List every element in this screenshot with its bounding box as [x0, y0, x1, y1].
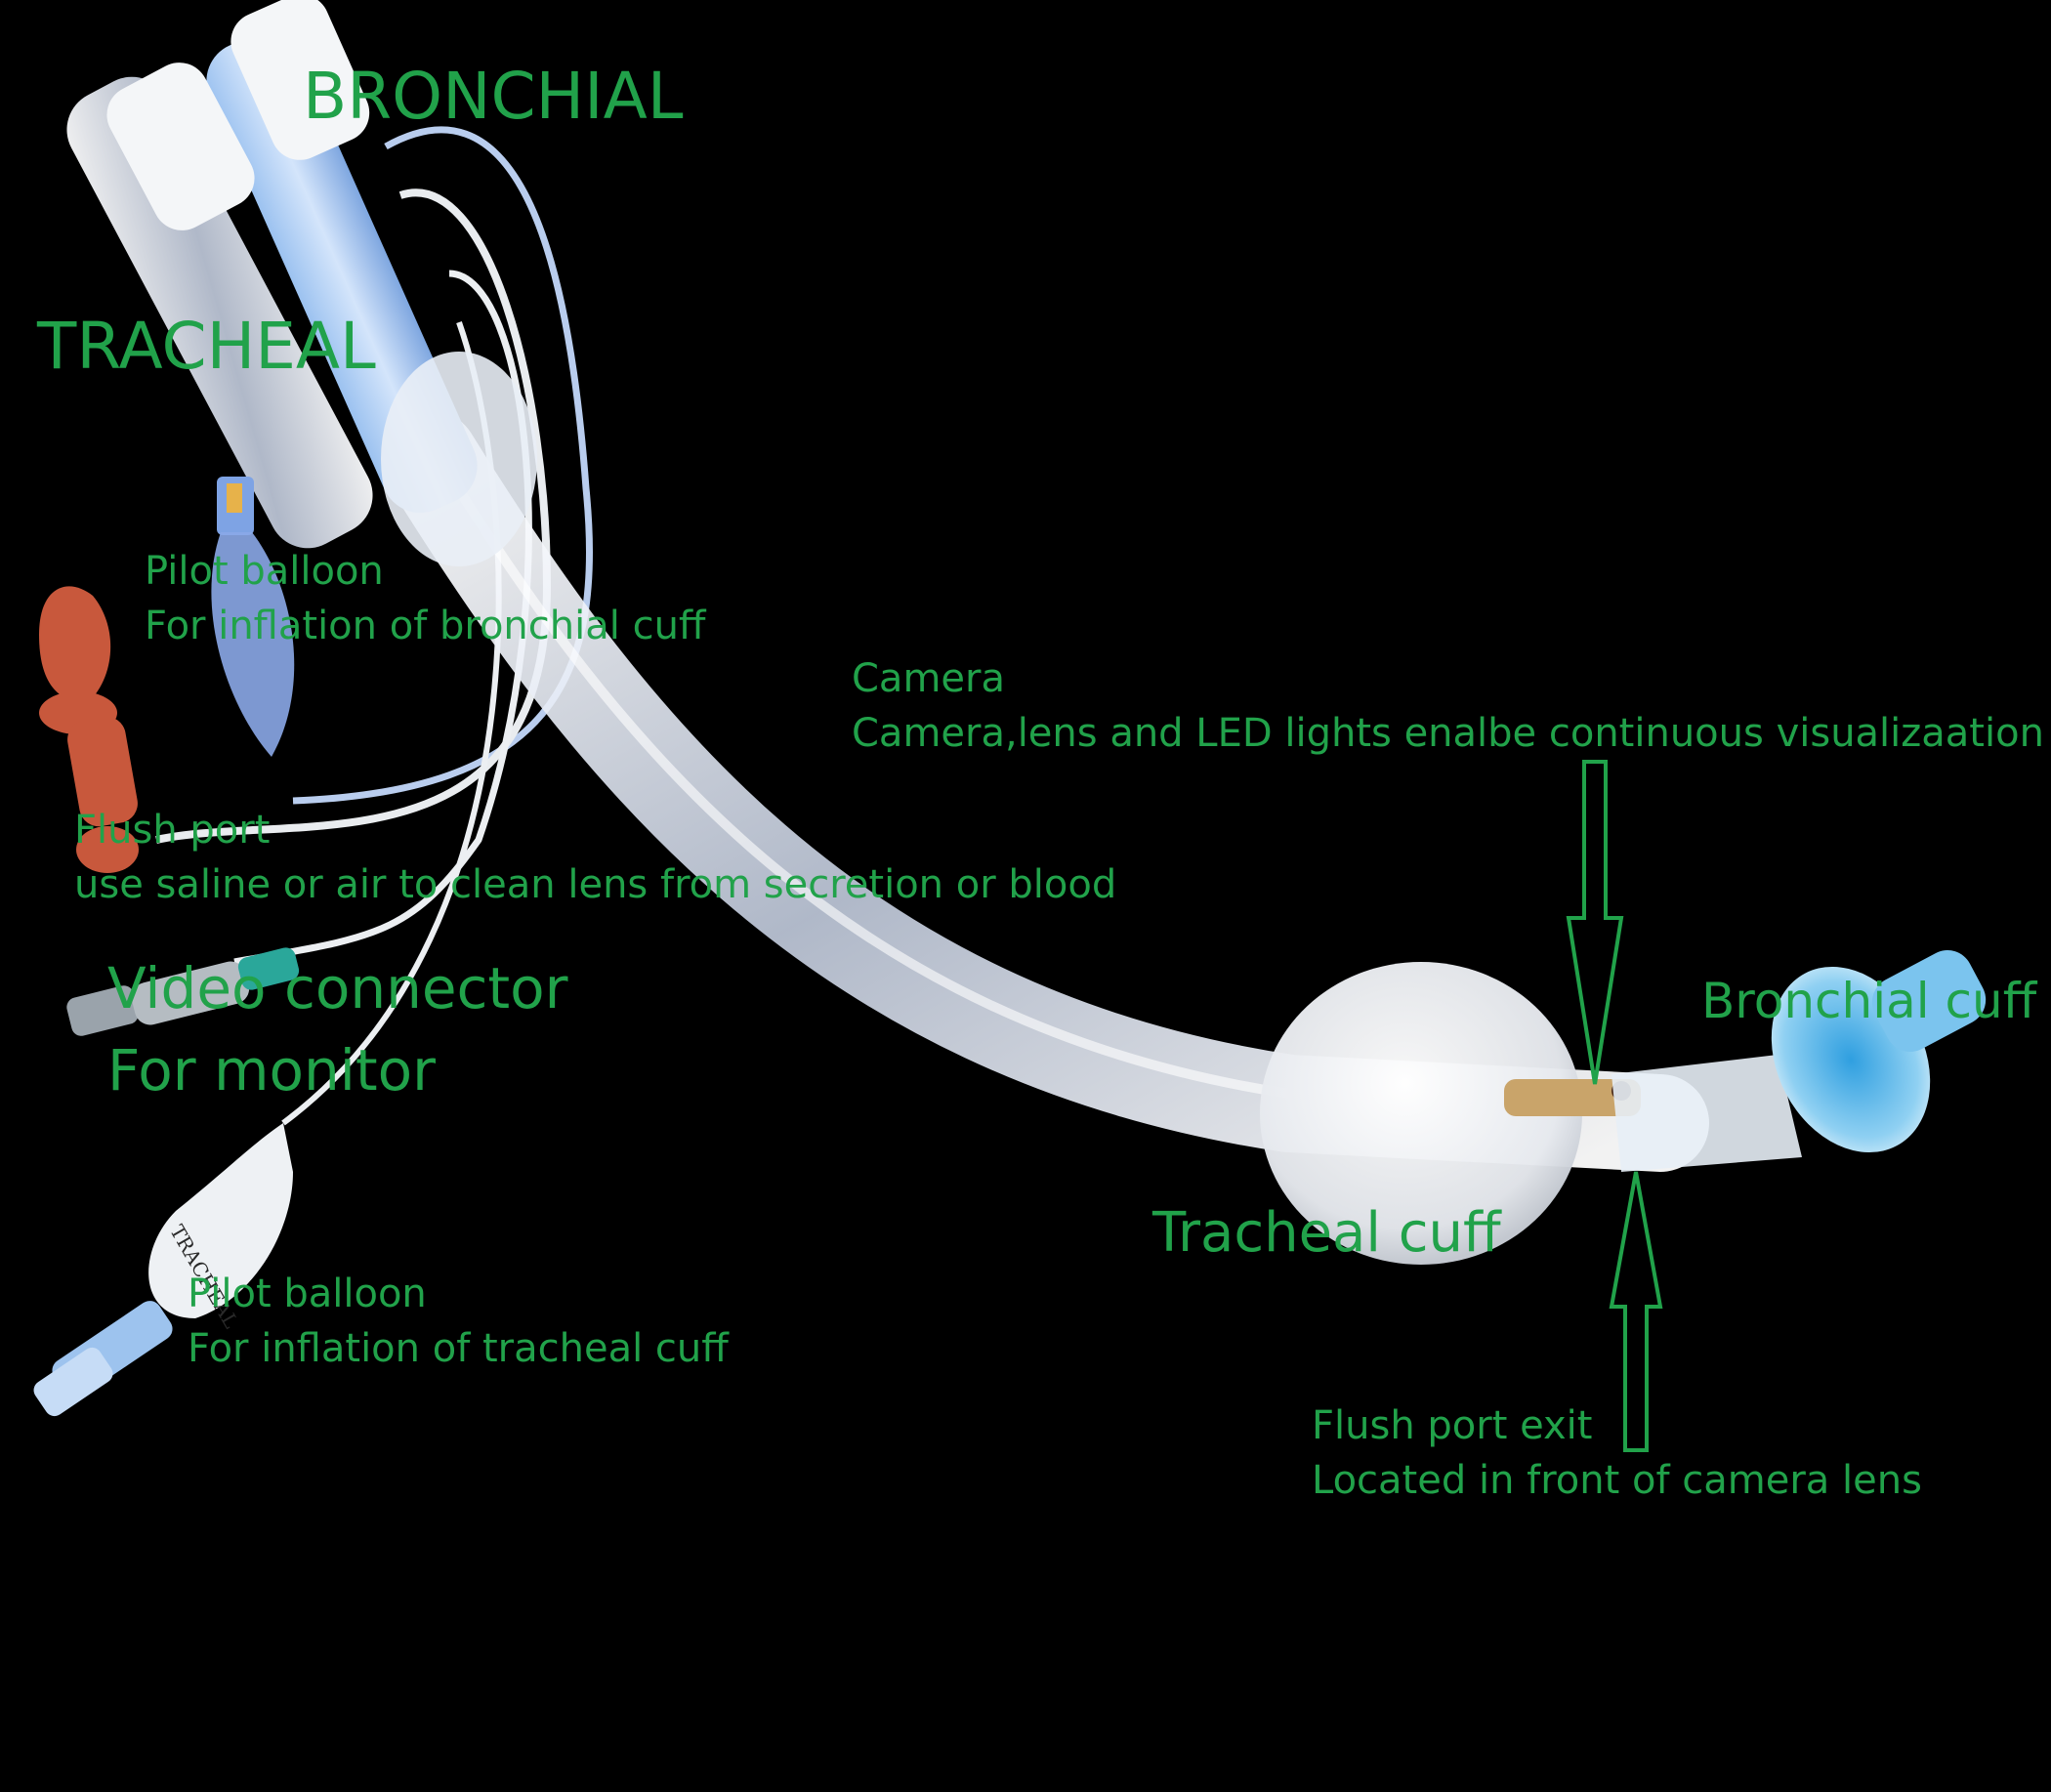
flush-exit-desc: Located in front of camera lens: [1312, 1458, 1922, 1503]
up-arrow-icon: [1609, 1171, 1663, 1452]
tracheal-cuff-balloon: [1260, 962, 1582, 1265]
bronchial-cuff-tip: [1871, 950, 1987, 1052]
pilot-tracheal-title: Pilot balloon: [188, 1271, 427, 1316]
label-video-connector: Video connector For monitor: [107, 947, 567, 1111]
video-connector: [66, 947, 300, 1036]
video-connector-title: Video connector: [107, 955, 568, 1021]
pilot-bronchial-desc: For inflation of bronchial cuff: [145, 604, 706, 648]
lumen-junction: [381, 352, 537, 566]
flush-exit-title: Flush port exit: [1312, 1403, 1593, 1448]
label-pilot-bronchial: Pilot balloon For inflation of bronchial…: [145, 544, 705, 653]
video-connector-desc: For monitor: [107, 1037, 436, 1104]
bronchial-tip: [1612, 1055, 1802, 1172]
pilot-bronchial-title: Pilot balloon: [145, 549, 384, 594]
pilot-line-bronchial: [292, 126, 594, 805]
label-pilot-tracheal: Pilot balloon For inflation of tracheal …: [188, 1267, 729, 1376]
camera-desc: Camera,lens and LED lights enalbe contin…: [852, 711, 2044, 756]
down-arrow-icon: [1566, 760, 1624, 1085]
tracheal-connector: [106, 63, 255, 230]
main-tube-highlight: [435, 456, 1290, 1099]
label-bronchial-cuff: Bronchial cuff: [1701, 973, 2037, 1029]
label-flush-port: Flush port use saline or air to clean le…: [74, 803, 1116, 912]
main-tube: [381, 410, 1709, 1172]
tracheal-lumen: [66, 76, 373, 549]
label-tracheal-cuff: Tracheal cuff: [1152, 1201, 1501, 1265]
bronchial-connector: [230, 0, 370, 160]
label-camera: Camera Camera,lens and LED lights enalbe…: [852, 651, 2044, 761]
label-flush-exit: Flush port exit Located in front of came…: [1312, 1398, 1922, 1508]
pilot-tracheal-desc: For inflation of tracheal cuff: [188, 1326, 729, 1371]
video-cable: [233, 270, 532, 966]
pilot-balloon-tracheal: [33, 1123, 293, 1417]
camera-title: Camera: [852, 656, 1005, 701]
flush-port-title: Flush port: [74, 808, 271, 853]
flush-port-desc: use saline or air to clean lens from sec…: [74, 862, 1117, 907]
pilot-balloon-bronchial: [211, 477, 295, 757]
label-tracheal: TRACHEAL: [37, 309, 376, 384]
flush-port-cap: [39, 586, 139, 873]
camera-housing: [1504, 1079, 1641, 1116]
label-bronchial: BRONCHIAL: [303, 59, 684, 134]
